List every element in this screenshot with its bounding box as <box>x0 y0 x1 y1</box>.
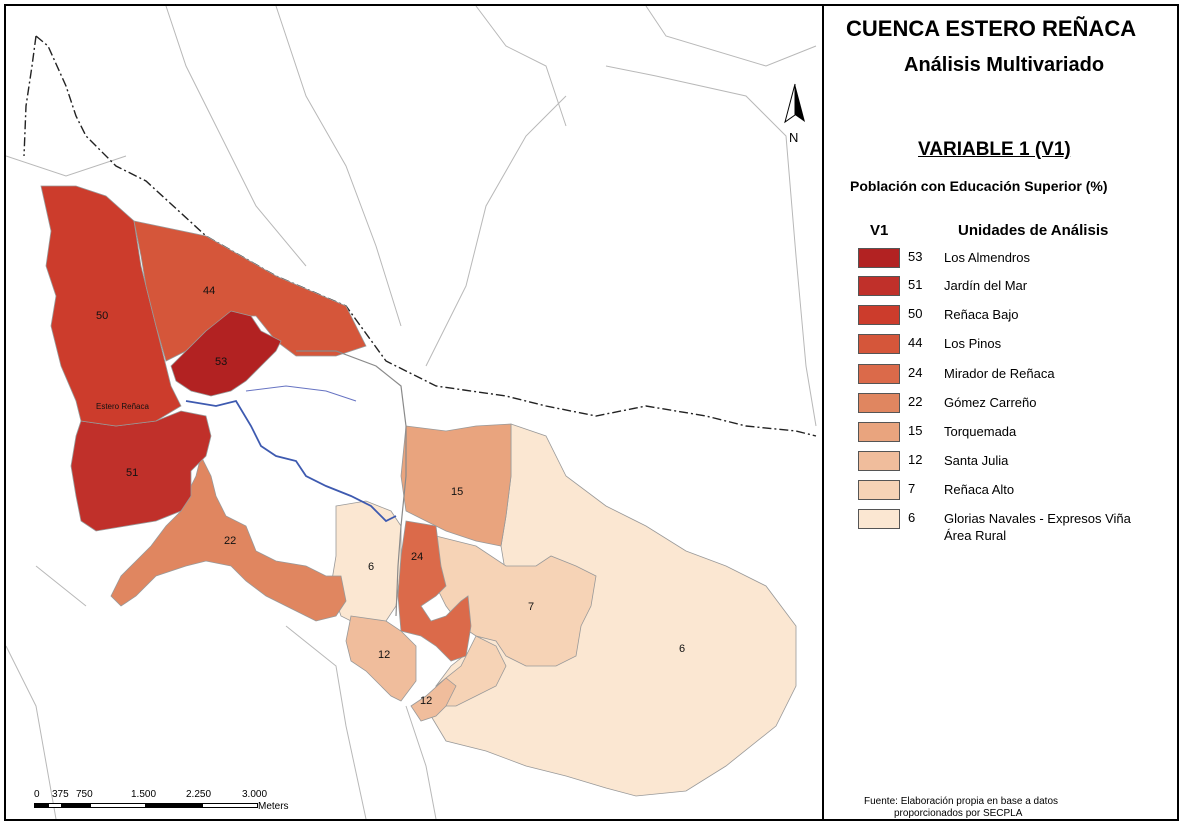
scale-seg-2 <box>48 803 62 808</box>
legend-swatch <box>858 334 900 354</box>
legend-value: 6 <box>908 510 916 525</box>
label-torquemada: 15 <box>451 486 463 498</box>
legend-value: 22 <box>908 394 923 409</box>
basin-boundary <box>35 35 817 437</box>
legend-swatch <box>858 276 900 296</box>
label-mirador: 24 <box>411 551 423 563</box>
stream-estero-renaca <box>185 399 397 523</box>
scale-tick-3: 1.500 <box>131 789 157 800</box>
polygon-santa-julia-b <box>410 677 457 722</box>
variable-title: VARIABLE 1 (V1) <box>918 139 1071 160</box>
scale-seg-4 <box>90 803 146 808</box>
legend-name: Reñaca Alto <box>944 482 1015 497</box>
legend-value: 53 <box>908 249 923 264</box>
scale-seg-3 <box>62 803 90 808</box>
legend-name: Mirador de Reñaca <box>944 366 1055 381</box>
map-canvas <box>6 6 817 819</box>
scale-seg-6 <box>202 803 258 808</box>
source-line-1: Fuente: Elaboración propia en base a dat… <box>864 796 1059 807</box>
polygon-jardin-del-mar <box>70 410 212 532</box>
main-road <box>296 350 407 617</box>
source-note: Fuente: Elaboración propia en base a dat… <box>864 796 1058 820</box>
legend-name: Los Pinos <box>944 336 1002 351</box>
legend-value: 50 <box>908 306 923 321</box>
north-label: N <box>789 130 798 145</box>
legend-pane: CUENCA ESTERO REÑACA Análisis Multivaria… <box>826 6 1177 819</box>
legend-name-line2: Área Rural <box>944 528 1007 543</box>
legend-swatch <box>858 422 900 442</box>
north-arrow: N <box>780 82 810 152</box>
map-frame <box>4 4 1179 821</box>
label-jardin-del-mar: 51 <box>126 467 138 479</box>
polygon-santa-julia-a <box>345 615 417 702</box>
label-gomez-carreno: 22 <box>224 535 236 547</box>
scale-bar: 0 375 750 1.500 2.250 3.000 Meters <box>34 789 304 819</box>
label-santa-julia-b: 12 <box>420 695 432 707</box>
polygon-gomez-carreno <box>110 454 347 622</box>
label-renaca-bajo: 50 <box>96 310 108 322</box>
legend-value: 44 <box>908 335 923 350</box>
scale-tick-4: 2.250 <box>186 789 212 800</box>
scale-seg-5 <box>146 803 202 808</box>
legend-value: 51 <box>908 277 923 292</box>
legend-value: 15 <box>908 423 923 438</box>
legend-header-v1: V1 <box>870 222 889 239</box>
legend-header-units: Unidades de Análisis <box>958 222 1109 239</box>
legend-swatch <box>858 451 900 471</box>
map-title: CUENCA ESTERO REÑACA <box>846 16 1137 41</box>
legend-swatch <box>858 364 900 384</box>
label-los-pinos: 44 <box>203 285 215 297</box>
map-labels: 44 50 53 51 22 15 6 24 7 6 12 12 Estero … <box>96 285 685 707</box>
scale-tick-0: 0 <box>34 789 40 800</box>
scale-tick-2: 750 <box>76 789 93 800</box>
scale-tick-1: 375 <box>52 789 69 800</box>
legend-name: Jardín del Mar <box>944 278 1028 293</box>
legend-name: Reñaca Bajo <box>944 307 1019 322</box>
legend-swatch <box>858 480 900 500</box>
legend-value: 24 <box>908 365 923 380</box>
label-stream: Estero Reñaca <box>96 402 149 411</box>
label-renaca-alto: 7 <box>528 601 534 613</box>
legend-swatch <box>858 305 900 325</box>
legend-name-line1: Glorias Navales - Expresos Viña <box>944 511 1131 526</box>
road-network <box>6 6 817 819</box>
legend-name: Glorias Navales - Expresos Viña Área Rur… <box>944 510 1131 544</box>
legend-value: 12 <box>908 452 923 467</box>
legend-name: Gómez Carreño <box>944 395 1037 410</box>
polygon-los-pinos <box>133 220 367 362</box>
legend-name: Torquemada <box>944 424 1017 439</box>
legend-swatch <box>858 509 900 529</box>
legend-name: Los Almendros <box>944 250 1030 265</box>
map-subtitle: Análisis Multivariado <box>904 54 1105 76</box>
scale-unit: Meters <box>258 801 289 812</box>
label-santa-julia-a: 12 <box>378 649 390 661</box>
legend-value: 7 <box>908 481 916 496</box>
variable-description: Población con Educación Superior (%) <box>850 178 1108 194</box>
label-los-almendros: 53 <box>215 356 227 368</box>
polygon-torquemada <box>400 423 512 547</box>
label-glorias-navales: 6 <box>368 561 374 573</box>
stream-tributary <box>245 385 357 402</box>
map-pane: 44 50 53 51 22 15 6 24 7 6 12 12 Estero … <box>6 6 824 819</box>
source-line-2: proporcionados por SECPLA <box>894 808 1023 819</box>
polygon-los-almendros <box>170 310 282 397</box>
label-area-rural: 6 <box>679 643 685 655</box>
north-arrow-icon: N <box>784 83 805 145</box>
legend-name: Santa Julia <box>944 453 1009 468</box>
legend-swatch <box>858 393 900 413</box>
legend-swatch <box>858 248 900 268</box>
scale-seg-1 <box>34 803 48 808</box>
scale-tick-5: 3.000 <box>242 789 268 800</box>
